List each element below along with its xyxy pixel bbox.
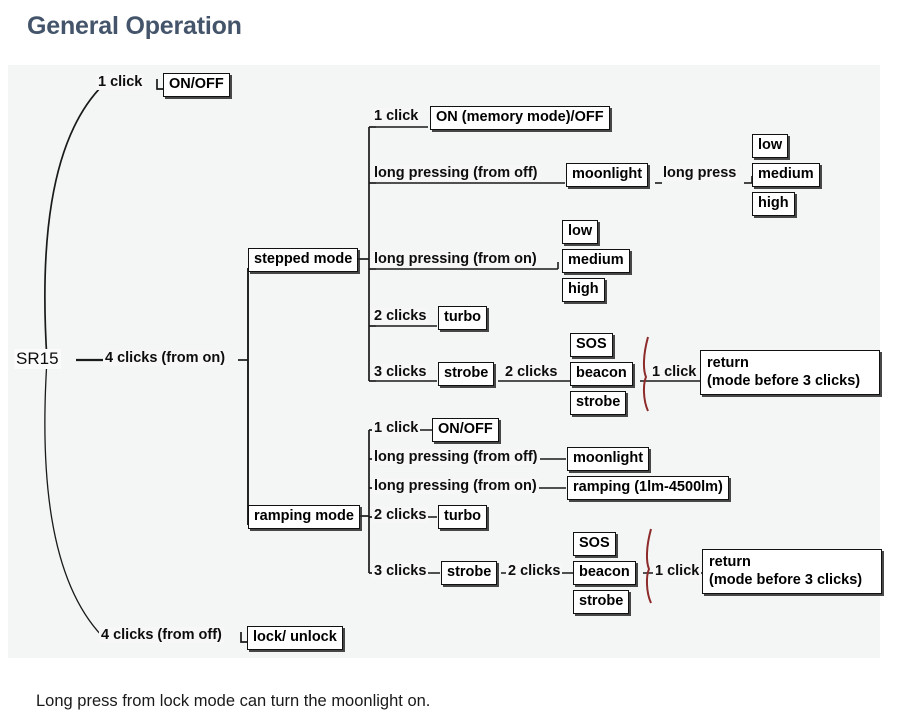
return-line-1: return	[707, 355, 749, 371]
stepped-row2-label: long pressing (from off)	[372, 165, 540, 181]
footnote-text: Long press from lock mode can turn the m…	[36, 692, 431, 710]
node-return-stepped[interactable]: return (mode before 3 clicks)	[700, 350, 880, 396]
root-label: SR15	[14, 349, 61, 369]
ramping-row2-label: long pressing (from off)	[372, 449, 540, 465]
node-level-low-2[interactable]: low	[562, 220, 599, 244]
node-on-memory-off[interactable]: ON (memory mode)/OFF	[430, 106, 610, 130]
node-return-ramping[interactable]: return (mode before 3 clicks)	[702, 549, 882, 595]
node-lock-unlock[interactable]: lock/ unlock	[247, 626, 343, 650]
node-flash-beacon-2[interactable]: beacon	[573, 561, 636, 585]
ramping-row5-label: 3 clicks	[372, 563, 429, 579]
ramping-row1-label: 1 click	[372, 420, 421, 436]
branch-bottom-label: 4 clicks (from off)	[99, 627, 224, 643]
ramping-row3-label: long pressing (from on)	[372, 478, 539, 494]
ramping-row5-label3: 1 click	[653, 563, 702, 579]
node-strobe-stepped[interactable]: strobe	[438, 362, 495, 386]
ramping-row4-label: 2 clicks	[372, 507, 429, 523]
node-turbo-stepped[interactable]: turbo	[438, 306, 488, 330]
stepped-row5-label: 3 clicks	[372, 364, 429, 380]
branch-top-label: 1 click	[96, 74, 145, 90]
return-line-1: return	[709, 554, 751, 570]
ramping-row5-label2: 2 clicks	[506, 563, 563, 579]
node-level-low-1[interactable]: low	[752, 134, 789, 158]
node-level-high-1[interactable]: high	[752, 192, 795, 216]
node-ramping-mode[interactable]: ramping mode	[248, 505, 360, 529]
node-level-medium-1[interactable]: medium	[752, 163, 820, 187]
return-line-2: (mode before 3 clicks)	[707, 373, 861, 390]
page-title: General Operation	[27, 12, 242, 40]
node-on-off-ramping[interactable]: ON/OFF	[432, 418, 499, 442]
stepped-row2-label2: long press	[661, 165, 739, 181]
node-ramping-range[interactable]: ramping (1lm-4500lm)	[567, 476, 729, 500]
node-moonlight-ramping[interactable]: moonlight	[567, 447, 650, 471]
node-level-medium-2[interactable]: medium	[562, 249, 630, 273]
node-strobe-ramping[interactable]: strobe	[441, 561, 498, 585]
stepped-row1-label: 1 click	[372, 108, 421, 124]
node-stepped-mode[interactable]: stepped mode	[248, 248, 359, 272]
node-flash-strobe-1[interactable]: strobe	[570, 391, 627, 415]
node-flash-sos-2[interactable]: SOS	[573, 532, 616, 556]
node-flash-strobe-2[interactable]: strobe	[573, 590, 630, 614]
node-flash-beacon-1[interactable]: beacon	[570, 362, 633, 386]
stepped-row3-label: long pressing (from on)	[372, 251, 539, 267]
node-moonlight-stepped[interactable]: moonlight	[566, 163, 649, 187]
node-level-high-2[interactable]: high	[562, 278, 605, 302]
return-line-2: (mode before 3 clicks)	[709, 572, 863, 589]
node-flash-sos-1[interactable]: SOS	[570, 333, 613, 357]
stepped-row5-label2: 2 clicks	[503, 364, 560, 380]
node-on-off-top[interactable]: ON/OFF	[163, 73, 230, 97]
stepped-row5-label3: 1 click	[650, 364, 699, 380]
stepped-row4-label: 2 clicks	[372, 308, 429, 324]
node-turbo-ramping[interactable]: turbo	[438, 505, 488, 529]
branch-middle-label: 4 clicks (from on)	[103, 350, 228, 366]
